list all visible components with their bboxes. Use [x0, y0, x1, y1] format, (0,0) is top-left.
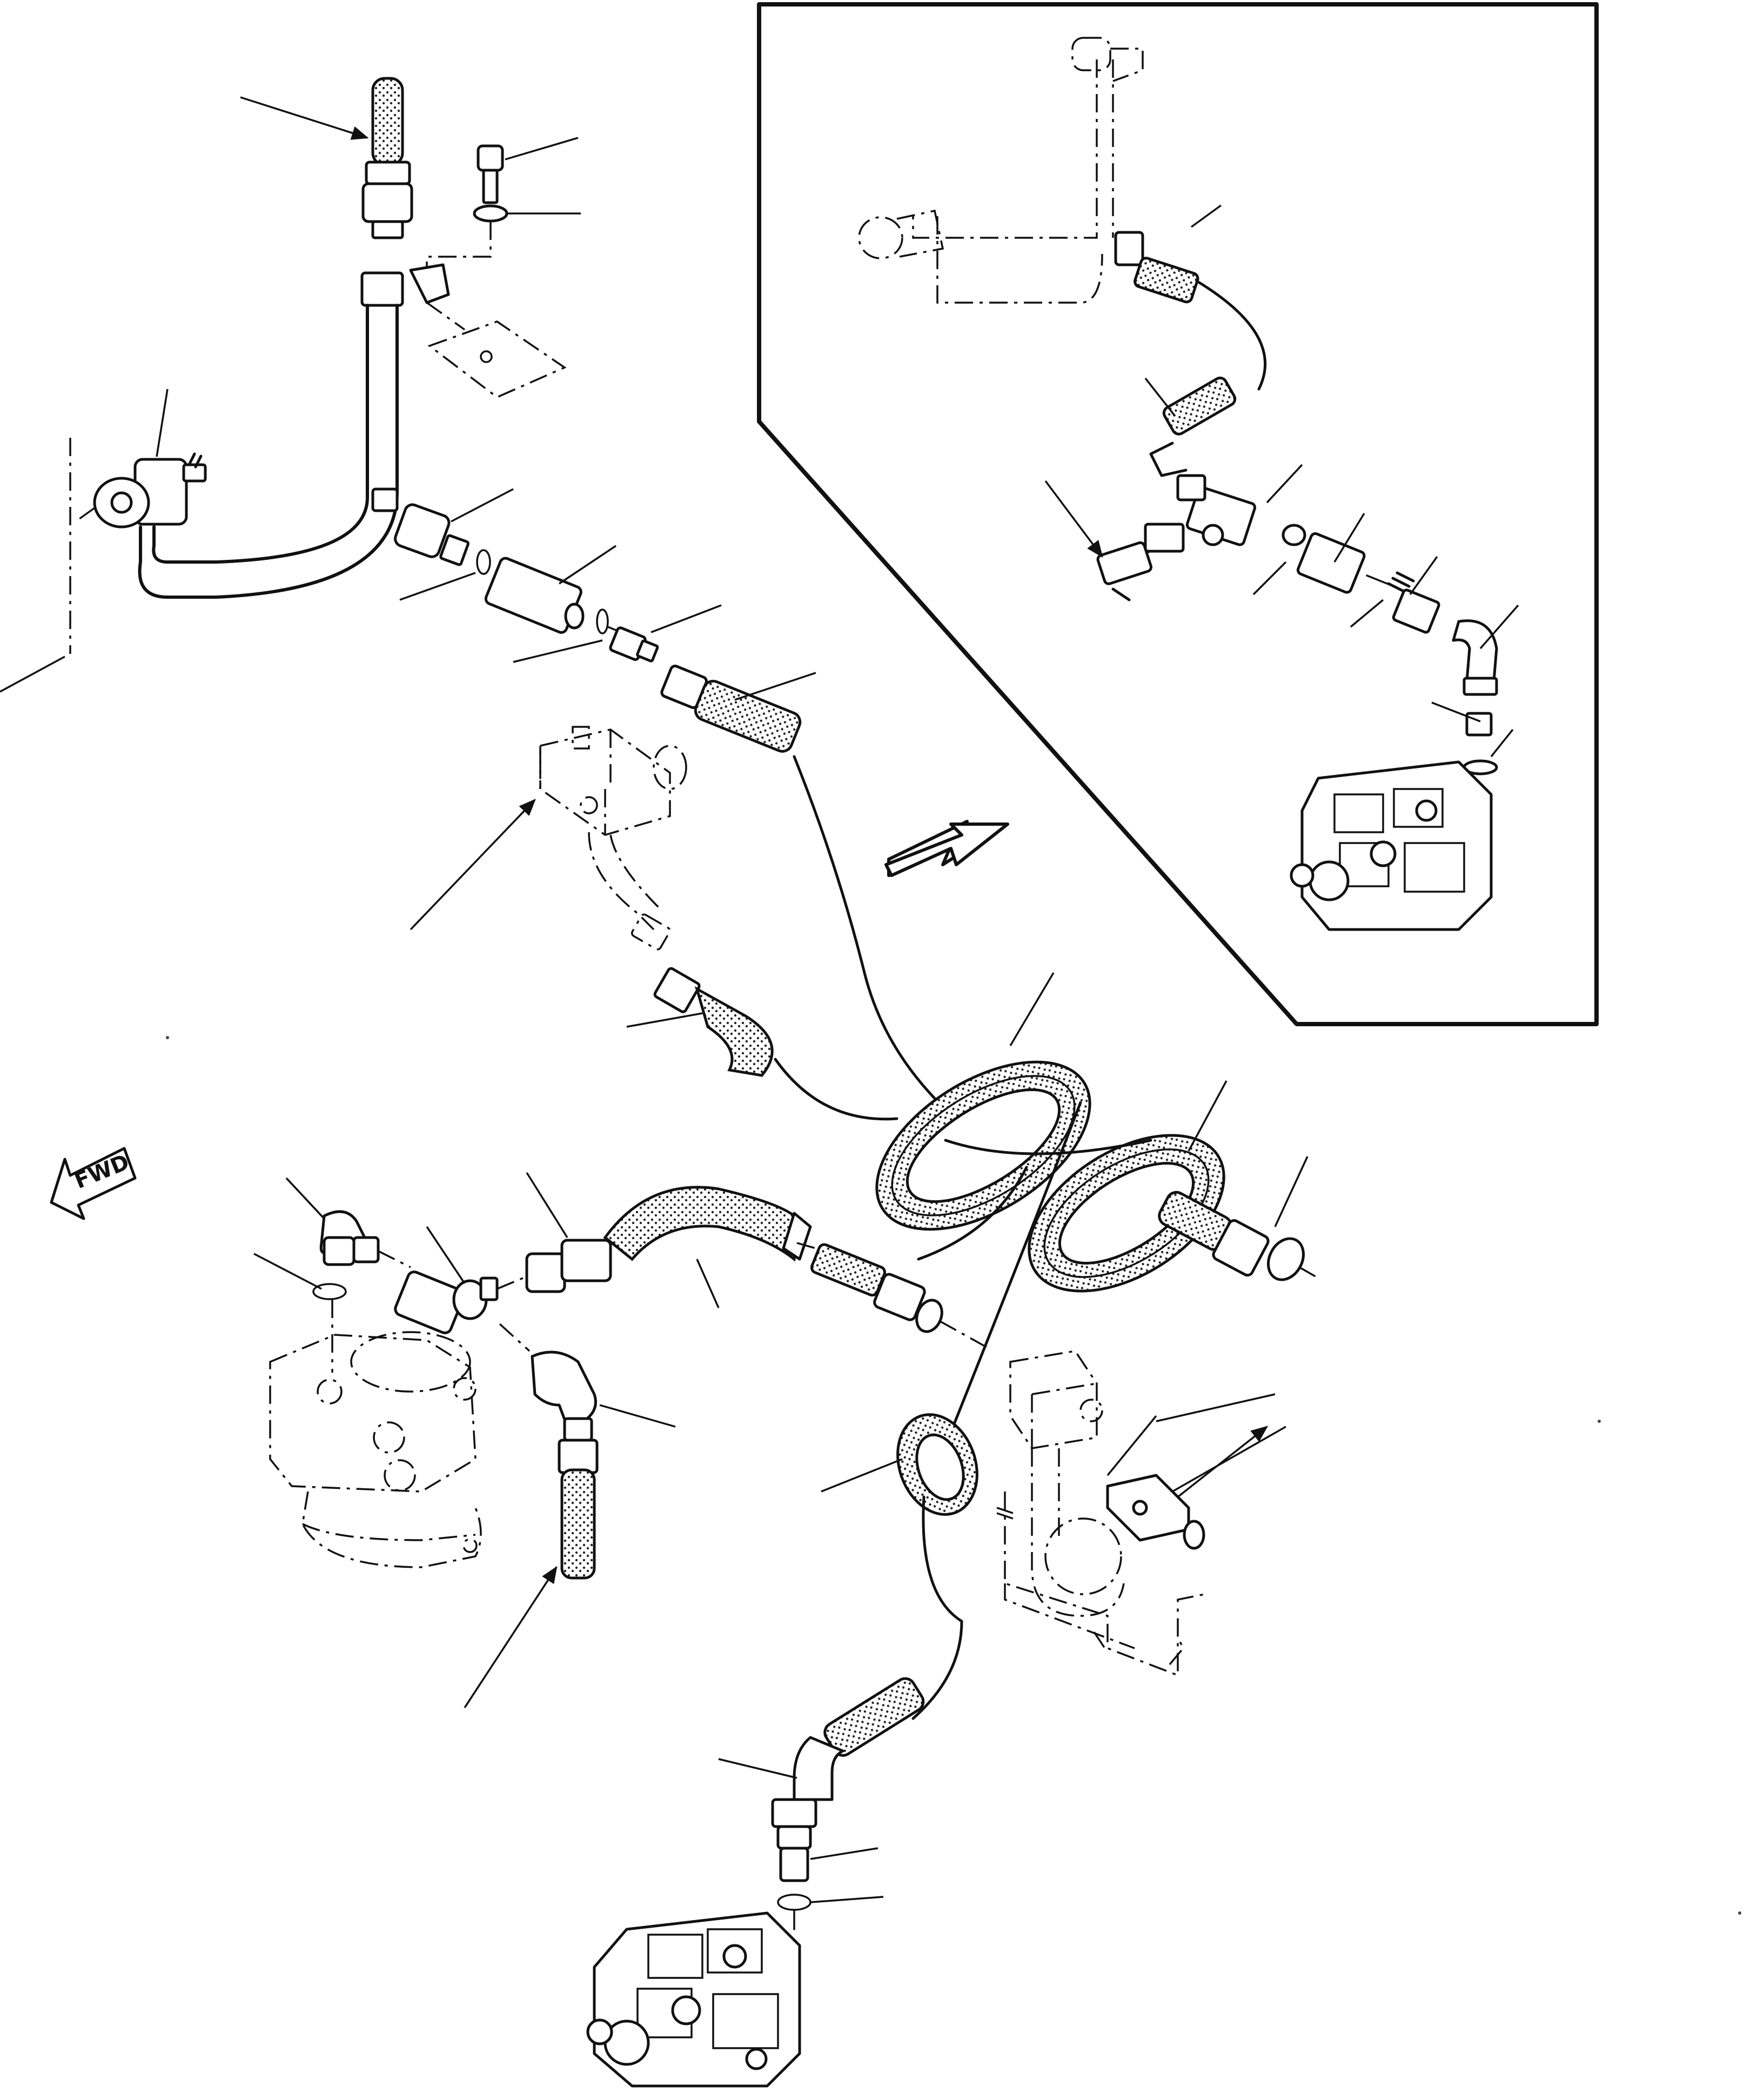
middle-tee-block: [410, 726, 898, 1121]
large-grommet-1: [875, 972, 1091, 1231]
hollow-arrow-icon: [884, 820, 1009, 877]
inset-hose-upper: [1114, 231, 1267, 477]
upper-hose-line: [793, 755, 963, 1126]
filter-housing: [269, 1331, 482, 1568]
right-bracket-assembly: [996, 1350, 1286, 1677]
bolt-and-washer: [426, 137, 581, 281]
inset-coupling-chain: [1282, 524, 1498, 696]
fwd-arrow-icon: FWD: [50, 1147, 137, 1220]
inset-border: [757, 2, 1599, 1026]
inset-panel: [757, 2, 1599, 1026]
inset-tee-fitting: [1096, 474, 1257, 601]
right-hose-end: [1158, 1156, 1319, 1281]
upper-pipe-assembly: [0, 77, 816, 753]
left-tee-union: [0, 389, 207, 693]
inset-control-valve: [1290, 712, 1498, 931]
bottom-hose-and-valve: [586, 1677, 925, 2088]
large-grommet-2: [1028, 1080, 1228, 1293]
crossing-hose-lines: [917, 1101, 1152, 1434]
lower-hose-assembly: [253, 1172, 989, 1708]
upper-fitting-chain: [371, 487, 816, 753]
small-grommet: [821, 1413, 978, 1720]
